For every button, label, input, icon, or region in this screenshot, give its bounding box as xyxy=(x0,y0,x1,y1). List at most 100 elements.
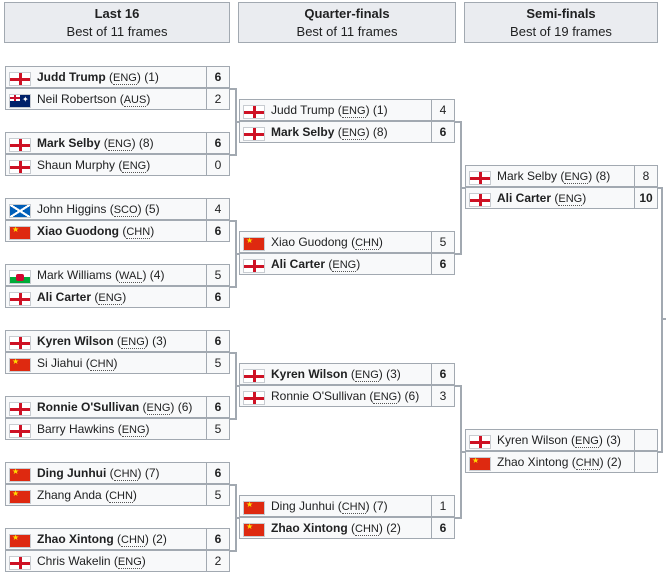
score: 6 xyxy=(206,462,230,484)
quarterfinals-entry: Mark Selby (ENG) (8)6 xyxy=(239,121,455,143)
player-name[interactable]: Ding Junhui xyxy=(271,499,335,513)
bracket-connector xyxy=(235,517,239,519)
player-name[interactable]: Kyren Wilson xyxy=(271,367,348,381)
nationality-abbr: CHN xyxy=(113,468,138,481)
player-name[interactable]: Shaun Murphy xyxy=(37,158,116,172)
player-name[interactable]: Ali Carter xyxy=(271,257,326,271)
nationality-abbr: CHN xyxy=(109,490,133,503)
player-name[interactable]: Mark Selby xyxy=(497,169,558,183)
score: 6 xyxy=(206,286,230,308)
semifinals-entry: Zhao Xintong (CHN) (2) xyxy=(465,451,658,473)
last16-entry: Xiao Guodong (CHN)6 xyxy=(5,220,230,242)
bracket-connector xyxy=(658,187,662,189)
player-label: Barry Hawkins (ENG) xyxy=(37,422,150,437)
flag-chn-icon xyxy=(243,523,265,537)
player-label: Zhao Xintong (CHN) (2) xyxy=(497,455,622,470)
score: 3 xyxy=(431,385,455,407)
player-name[interactable]: Ali Carter xyxy=(497,191,552,205)
flag-eng-icon xyxy=(243,259,265,273)
player-label: Si Jiahui (CHN) xyxy=(37,356,118,371)
seed: (2) xyxy=(386,521,401,535)
bracket-connector xyxy=(235,385,239,387)
flag-eng-icon xyxy=(469,193,491,207)
last16-entry: Barry Hawkins (ENG)5 xyxy=(5,418,230,440)
player-name[interactable]: Mark Williams xyxy=(37,268,112,282)
player-name[interactable]: Kyren Wilson xyxy=(37,334,114,348)
player-name[interactable]: Ronnie O'Sullivan xyxy=(271,389,367,403)
bracket-connector xyxy=(455,253,460,255)
nationality-abbr: ENG xyxy=(564,171,589,184)
nationality-abbr: ENG xyxy=(332,259,357,272)
player-name[interactable]: Si Jiahui xyxy=(37,356,83,370)
bracket-connector xyxy=(230,550,235,552)
flag-eng-icon xyxy=(9,402,31,416)
last16-entry: Chris Wakelin (ENG)2 xyxy=(5,550,230,572)
bracket-connector xyxy=(455,121,460,123)
seed: (3) xyxy=(152,334,167,348)
last16-entry: Zhao Xintong (CHN) (2)6 xyxy=(5,528,230,550)
round-title: Semi-finals xyxy=(526,6,596,21)
player-name[interactable]: Xiao Guodong xyxy=(271,235,348,249)
flag-eng-icon xyxy=(9,424,31,438)
player-label: Ding Junhui (CHN) (7) xyxy=(271,499,388,514)
nationality-abbr: WAL xyxy=(119,270,143,283)
nationality-abbr: ENG xyxy=(117,556,142,569)
player-label: Shaun Murphy (ENG) xyxy=(37,158,151,173)
last16-entry: Zhang Anda (CHN)5 xyxy=(5,484,230,506)
player-label: Zhao Xintong (CHN) (2) xyxy=(271,521,401,536)
flag-chn-icon xyxy=(243,501,265,515)
flag-eng-icon xyxy=(9,556,31,570)
semifinals-entry: Mark Selby (ENG) (8)8 xyxy=(465,165,658,187)
score: 4 xyxy=(206,198,230,220)
nationality-abbr: ENG xyxy=(558,193,583,206)
score: 10 xyxy=(634,187,658,209)
bracket-connector xyxy=(230,484,235,486)
player-label: Xiao Guodong (CHN) xyxy=(37,224,155,239)
player-name[interactable]: Zhao Xintong xyxy=(37,532,114,546)
quarterfinals-entry: Ding Junhui (CHN) (7)1 xyxy=(239,495,455,517)
player-label: Ali Carter (ENG) xyxy=(37,290,127,305)
player-name[interactable]: John Higgins xyxy=(37,202,107,216)
score: 5 xyxy=(206,484,230,506)
round-subtitle: Best of 11 frames xyxy=(66,24,168,39)
nationality-abbr: CHN xyxy=(341,501,366,514)
player-name[interactable]: Chris Wakelin xyxy=(37,554,111,568)
last16-entry: Ding Junhui (CHN) (7)6 xyxy=(5,462,230,484)
nationality-abbr: CHN xyxy=(575,457,600,470)
player-name[interactable]: Xiao Guodong xyxy=(37,224,119,238)
player-name[interactable]: Mark Selby xyxy=(271,125,335,139)
player-name[interactable]: Ronnie O'Sullivan xyxy=(37,400,140,414)
nationality-abbr: ENG xyxy=(113,72,137,85)
player-name[interactable]: Kyren Wilson xyxy=(497,433,568,447)
player-name[interactable]: Judd Trump xyxy=(37,70,106,84)
player-name[interactable]: Barry Hawkins xyxy=(37,422,115,436)
player-name[interactable]: Judd Trump xyxy=(271,103,335,117)
last16-entry: Mark Selby (ENG) (8)6 xyxy=(5,132,230,154)
player-name[interactable]: Neil Robertson xyxy=(37,92,117,106)
round-title: Quarter-finals xyxy=(304,6,390,21)
player-name[interactable]: Ding Junhui xyxy=(37,466,107,480)
flag-eng-icon xyxy=(243,105,265,119)
seed: (1) xyxy=(372,103,388,117)
nationality-abbr: SCO xyxy=(113,204,138,217)
player-name[interactable]: Mark Selby xyxy=(37,136,101,150)
seed: (8) xyxy=(372,125,388,139)
seed: (8) xyxy=(595,169,611,183)
score xyxy=(634,429,658,451)
score: 6 xyxy=(206,396,230,418)
seed: (2) xyxy=(606,455,622,469)
player-name[interactable]: Zhao Xintong xyxy=(497,455,569,469)
nationality-abbr: ENG xyxy=(575,435,599,448)
player-name[interactable]: Zhao Xintong xyxy=(271,521,348,535)
seed: (4) xyxy=(149,268,165,282)
player-name[interactable]: Zhang Anda xyxy=(37,488,102,502)
player-label: Ali Carter (ENG) xyxy=(497,191,587,206)
nationality-abbr: CHN xyxy=(126,226,151,239)
flag-aus-icon xyxy=(9,94,31,108)
player-name[interactable]: Ali Carter xyxy=(37,290,92,304)
seed: (8) xyxy=(138,136,154,150)
flag-chn-icon xyxy=(9,226,31,240)
score: 5 xyxy=(206,264,230,286)
player-label: Kyren Wilson (ENG) (3) xyxy=(271,367,401,382)
last16-entry: Judd Trump (ENG) (1)6 xyxy=(5,66,230,88)
